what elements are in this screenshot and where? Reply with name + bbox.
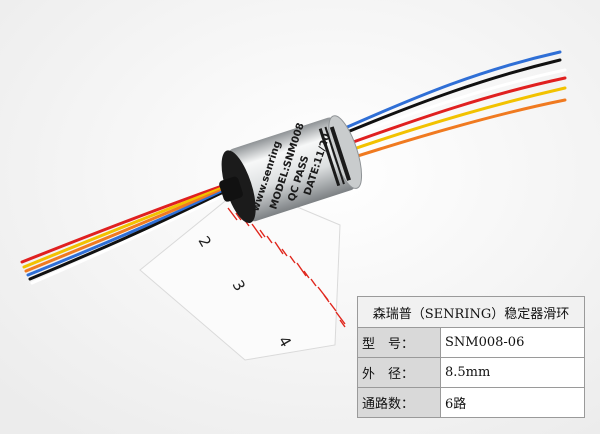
spec-value-circuits: 6路	[440, 387, 585, 418]
spec-key-circuits: 通路数：	[357, 387, 441, 418]
spec-key-diameter: 外 径：	[357, 357, 441, 388]
ruler: 2 3 4	[139, 184, 346, 361]
table-row: 外 径： 8.5mm	[357, 357, 585, 388]
spec-title-row: 森瑞普（SENRING）稳定器滑环	[357, 296, 585, 328]
wires-left	[20, 184, 224, 285]
spec-table: 森瑞普（SENRING）稳定器滑环 型 号： SNM008-06 外 径： 8.…	[357, 296, 585, 418]
spec-value-diameter: 8.5mm	[440, 357, 585, 388]
slip-ring-body: www.senring MODEL:SNM008 QC PASS DATE:11…	[219, 115, 363, 224]
spec-key-model: 型 号：	[357, 327, 441, 358]
spec-value-model: SNM008-06	[440, 327, 585, 358]
spec-title: 森瑞普（SENRING）稳定器滑环	[357, 296, 585, 328]
wires-right	[343, 50, 567, 162]
table-row: 型 号： SNM008-06	[357, 327, 585, 358]
table-row: 通路数： 6路	[357, 387, 585, 418]
